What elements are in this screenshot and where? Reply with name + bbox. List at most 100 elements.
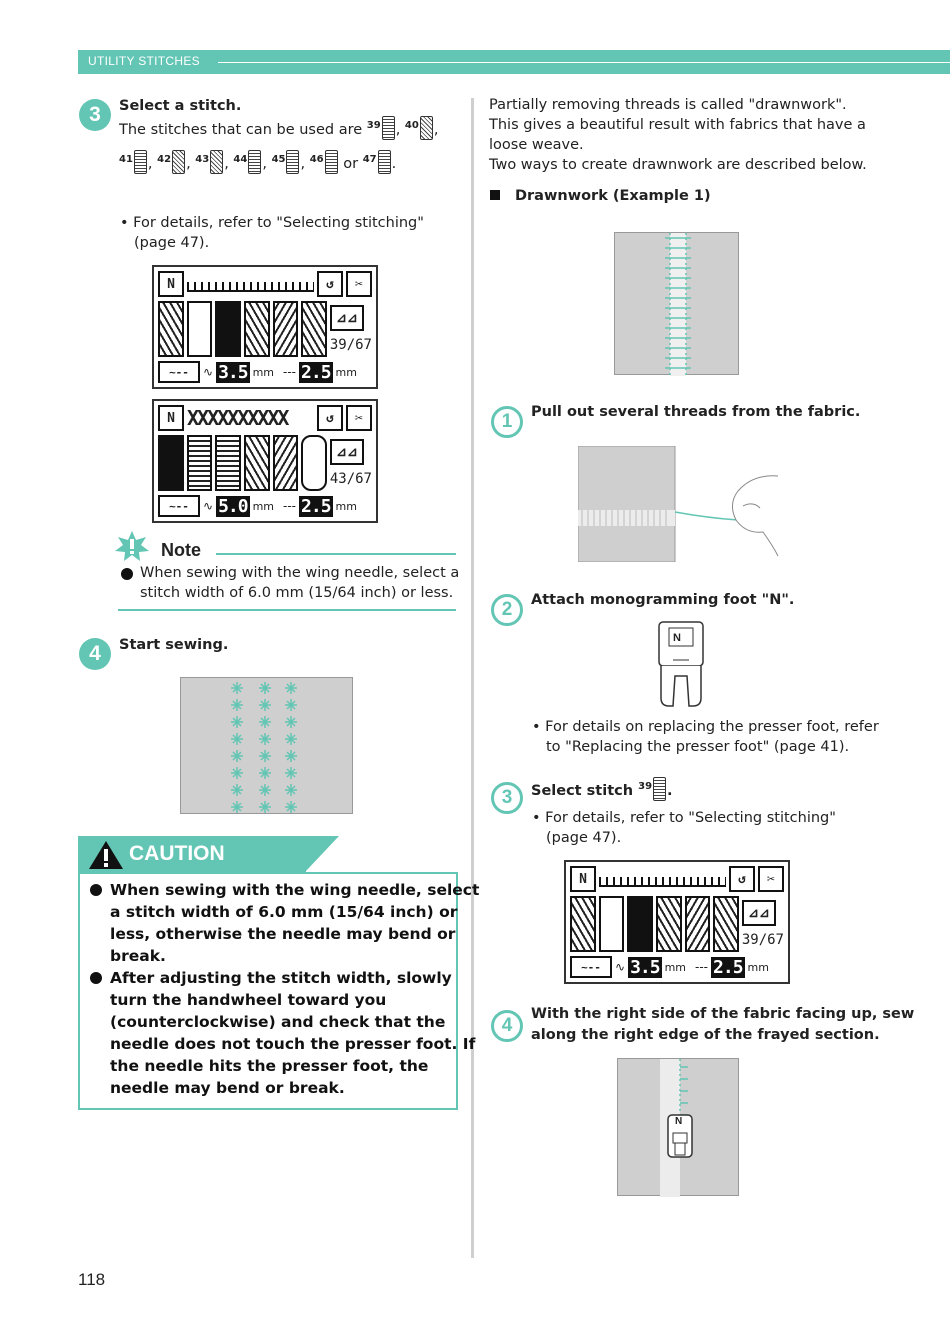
needle-mode-icon: N <box>158 271 184 297</box>
width-value: 3.5 <box>216 361 250 383</box>
mirror-icon: ⊿⊿ <box>329 439 364 465</box>
note-rule-bottom <box>118 609 456 611</box>
reverse-stitch-icon: ↺ <box>317 405 343 431</box>
stitch-number: 47 <box>362 154 377 166</box>
step-3-bullet: • For details, refer to "Selecting stitc… <box>120 215 424 231</box>
stitch-option-selected <box>215 301 241 357</box>
length-value: 2.5 <box>299 361 333 383</box>
step-3-intro-text: The stitches that can be used are <box>119 122 363 138</box>
stitch-39-icon <box>381 116 395 140</box>
step-3-stitch-list-2: 41, 42, 43, 44, 45, 46 or 47. <box>119 150 396 174</box>
scissors-icon: ✂ <box>346 271 372 297</box>
right-step-4-text-1: With the right side of the fabric facing… <box>531 1006 915 1022</box>
drawnwork-fabric-image <box>614 232 739 376</box>
caution-header-slant <box>305 836 339 872</box>
stitch-42-icon <box>172 150 186 174</box>
stitch-option <box>598 896 625 952</box>
right-step-3-bullet: • For details, refer to "Selecting stitc… <box>532 810 836 826</box>
or-text: or <box>343 156 359 172</box>
width-value: 3.5 <box>628 956 662 978</box>
right-step-4-text-2: along the right edge of the frayed secti… <box>531 1027 880 1043</box>
stitch-option <box>243 301 270 357</box>
stitch-count: 39/67 <box>329 337 372 353</box>
caution-item-1: When sewing with the wing needle, select… <box>110 879 479 967</box>
right-step-2-title: Attach monogramming foot "N". <box>531 592 795 608</box>
length-value: 2.5 <box>299 495 333 517</box>
right-step-2-bullet-2: to "Replacing the presser foot" (page 41… <box>546 739 850 755</box>
subheading-square-icon <box>490 190 500 200</box>
stitch-option <box>301 301 327 357</box>
stitch-option <box>655 896 682 952</box>
mirror-icon: ⊿⊿ <box>329 305 364 331</box>
caution-line: (counterclockwise) and check that the <box>110 1013 446 1031</box>
step-3-title: Select a stitch. <box>119 98 242 114</box>
stitch-count: 43/67 <box>329 471 372 487</box>
stitch-option-selected <box>627 896 653 952</box>
step-4-title: Start sewing. <box>119 637 229 653</box>
stitch-45-icon <box>286 150 300 174</box>
reverse-stitch-icon: ↺ <box>317 271 343 297</box>
column-divider <box>471 98 474 1258</box>
width-unit: mm <box>252 499 275 513</box>
stitch-number: 39 <box>366 120 381 132</box>
step-3-bullet-2: (page 47). <box>134 235 210 251</box>
stitch-preview-ruler <box>187 276 314 292</box>
right-step-3-heading: Select stitch 39. <box>531 777 673 801</box>
stitch-number: 45 <box>271 154 286 166</box>
stitch-preview-pattern: XXXXXXXXXX <box>187 406 289 430</box>
right-step-1-title: Pull out several threads from the fabric… <box>531 404 861 420</box>
right-step-1-badge: 1 <box>491 406 523 438</box>
caution-box <box>78 872 458 1110</box>
warning-icon <box>88 840 124 870</box>
note-icon <box>114 530 150 562</box>
stitch-mode-icon: ~-- <box>570 956 612 978</box>
intro-line: loose weave. <box>489 137 584 153</box>
sewn-fabric-image <box>180 677 353 814</box>
foot-letter: N <box>673 632 681 644</box>
caution-line: the needle hits the presser foot, the <box>110 1057 429 1075</box>
stitch-46-icon <box>324 150 338 174</box>
stitch-number: 41 <box>119 154 133 166</box>
length-unit: mm <box>335 499 357 513</box>
caution-line: needle does not touch the presser foot. … <box>110 1035 476 1053</box>
stitch-option <box>272 301 299 357</box>
note-title: Note <box>161 540 201 560</box>
width-unit: mm <box>252 365 275 379</box>
stitch-option-selected <box>158 435 184 491</box>
header-rule <box>218 62 950 63</box>
width-value: 5.0 <box>216 495 250 517</box>
note-text-2: stitch width of 6.0 mm (15/64 inch) or l… <box>140 585 454 601</box>
stitch-39-icon <box>653 777 667 801</box>
width-unit: mm <box>664 960 687 974</box>
stitch-option <box>215 435 241 491</box>
stitch-option <box>243 435 270 491</box>
stitch-mode-icon: ~-- <box>158 361 200 383</box>
right-step-3-title: Select stitch <box>531 783 634 799</box>
stitch-number: 40 <box>404 120 419 132</box>
lcd-screen-3: N ↺ ✂ ⊿⊿ 39/67 ~-- ∿ 3.5 mm --- 2.5 mm <box>564 860 790 984</box>
caution-line: turn the handwheel toward you <box>110 991 387 1009</box>
right-step-4-badge: 4 <box>491 1010 523 1042</box>
right-step-3-bullet-2: (page 47). <box>546 830 622 846</box>
stitch-number: 43 <box>195 154 210 166</box>
step-3-badge: 3 <box>79 99 111 131</box>
intro-line: Partially removing threads is called "dr… <box>489 97 847 113</box>
caution-line: a stitch width of 6.0 mm (15/64 inch) or <box>110 903 458 921</box>
needle-mode-icon: N <box>570 866 596 892</box>
stitch-option <box>272 435 299 491</box>
right-step-2-bullet: • For details on replacing the presser f… <box>532 719 879 735</box>
intro-paragraph: Partially removing threads is called "dr… <box>489 95 867 175</box>
section-title: UTILITY STITCHES <box>88 54 200 68</box>
stitch-number: 39 <box>638 781 653 793</box>
step-4-badge: 4 <box>79 638 111 670</box>
right-step-3-badge: 3 <box>491 782 523 814</box>
stitch-preview-ruler <box>599 871 726 887</box>
caution-line: After adjusting the stitch width, slowly <box>110 969 452 987</box>
scissors-icon: ✂ <box>758 866 784 892</box>
reverse-stitch-icon: ↺ <box>729 866 755 892</box>
step-3-stitch-list: The stitches that can be used are 39, 40… <box>119 116 438 140</box>
stitch-option <box>684 896 711 952</box>
note-rule-top <box>216 553 456 555</box>
presser-foot-n-icon <box>655 620 707 710</box>
length-value: 2.5 <box>711 956 745 978</box>
